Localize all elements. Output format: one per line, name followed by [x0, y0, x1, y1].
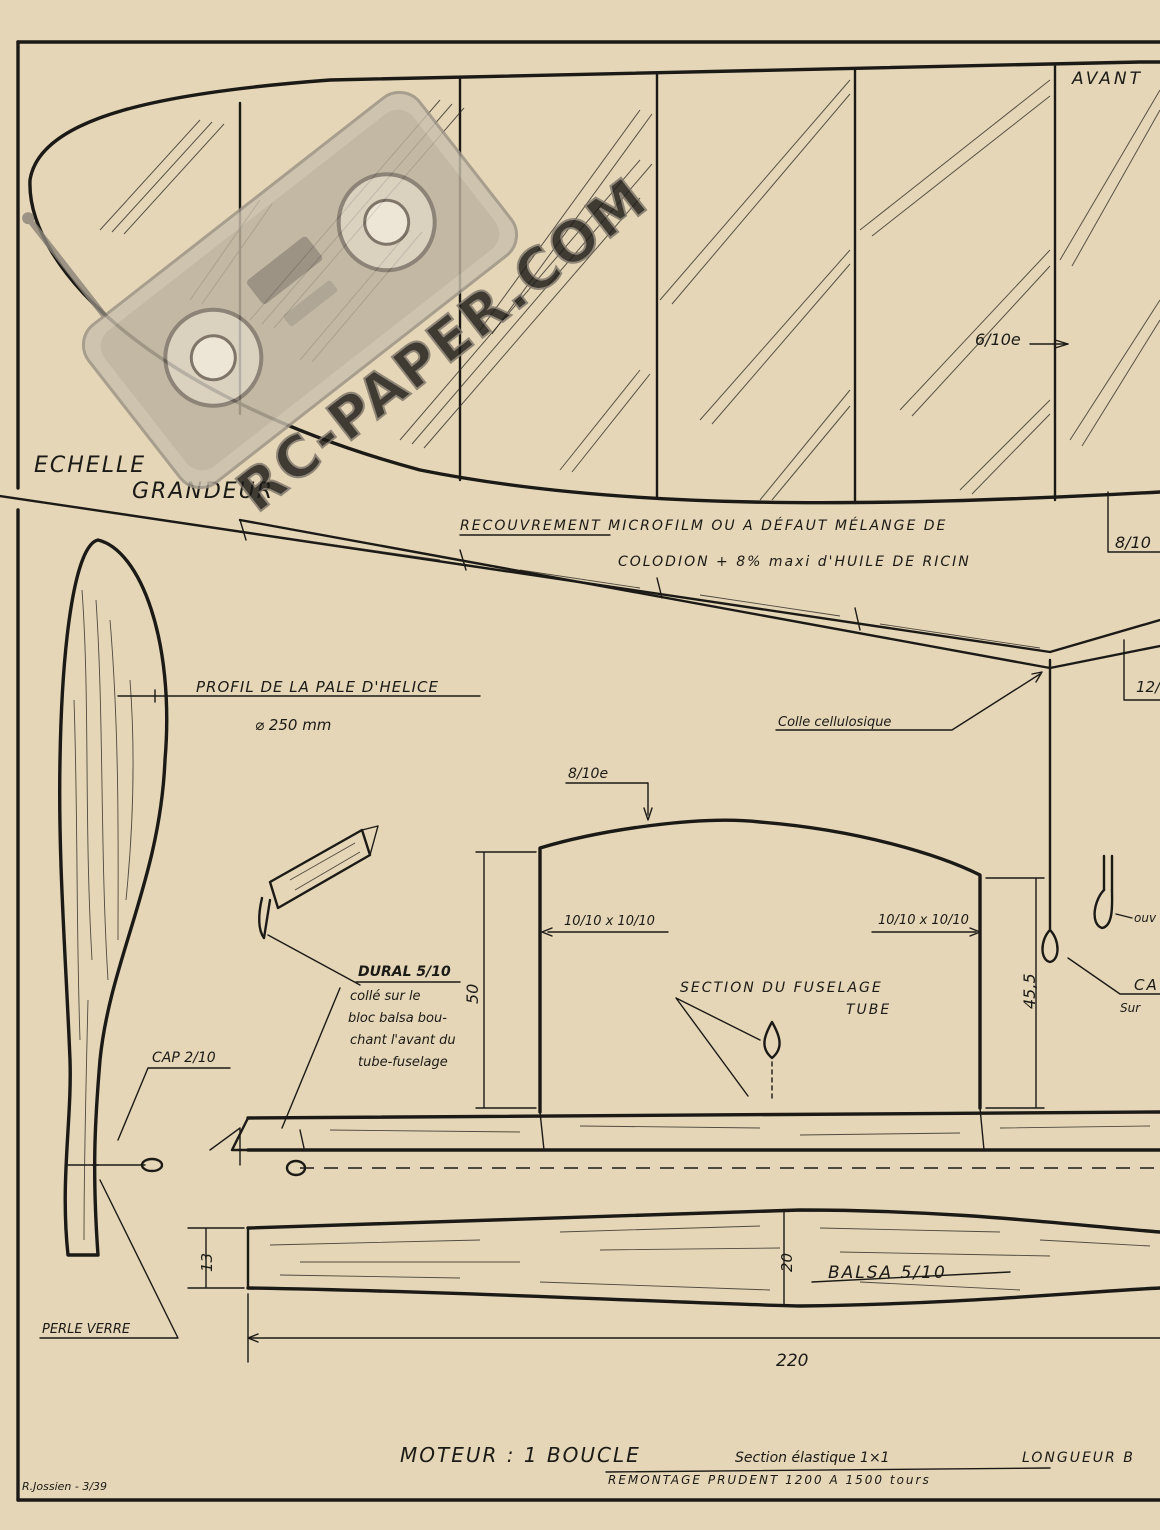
dural-title: DURAL 5/10 — [358, 964, 451, 980]
left-strut-dim: 10/10 x 10/10 — [564, 914, 655, 929]
stab-length: 220 — [776, 1351, 808, 1371]
wing-mount: Colle cellulosique 12/ ouv CA Sur — [775, 639, 1160, 1015]
covering-note: RECOUVREMENT MICROFILM OU A DÉFAUT MÉLAN… — [459, 517, 971, 570]
hook-sub-label: Sur — [1120, 1001, 1141, 1015]
stabilizer: 13 20 BALSA 5/10 220 — [187, 1208, 1160, 1371]
dural-line-3: chant l'avant du — [350, 1033, 456, 1048]
cap-label: CAP 2/10 — [152, 1050, 216, 1066]
dural-note: DURAL 5/10 collé sur le bloc balsa bou- … — [281, 964, 461, 1129]
right-strut-dim: 10/10 x 10/10 — [878, 913, 969, 928]
propeller-blade: PROFIL DE LA PALE D'HELICE ⌀ 250 mm CAP … — [39, 538, 481, 1339]
glue-label: Colle cellulosique — [778, 715, 891, 730]
motor-note: MOTEUR : 1 BOUCLE Section élastique 1×1 … — [400, 1443, 1135, 1487]
motor-line-1a: MOTEUR : 1 BOUCLE — [400, 1443, 641, 1467]
dural-line-2: bloc balsa bou- — [348, 1011, 447, 1026]
covering-line-1: RECOUVREMENT MICROFILM OU A DÉFAUT MÉLAN… — [460, 517, 947, 534]
dim-12: 12/ — [1136, 678, 1160, 696]
spar-dimension-2: 8/10 — [1115, 533, 1151, 552]
section-label-2: TUBE — [846, 1002, 891, 1018]
hook-open-label: ouv — [1134, 911, 1157, 925]
dural-line-1: collé sur le — [350, 989, 421, 1004]
scale-label-1: ECHELLE — [34, 453, 146, 478]
height-left: 50 — [463, 984, 482, 1004]
author-signature: R.Jossien - 3/39 — [22, 1480, 107, 1493]
motor-line-2: REMONTAGE PRUDENT 1200 A 1500 tours — [608, 1473, 931, 1487]
spar-dimension: 6/10e — [975, 330, 1021, 349]
stab-dim-left: 13 — [198, 1253, 216, 1272]
motor-line-1b: Section élastique 1×1 — [735, 1450, 890, 1466]
bead-label: PERLE VERRE — [42, 1322, 131, 1337]
sheet-border — [16, 40, 1160, 1502]
stab-material: BALSA 5/10 — [828, 1263, 947, 1283]
rib-top-dimension: 8/10e — [568, 766, 608, 782]
prop-profile-label: PROFIL DE LA PALE D'HELICE — [196, 678, 439, 696]
front-label: AVANT — [1071, 69, 1143, 89]
height-right: 45,5 — [1020, 973, 1039, 1009]
hook-label: CA — [1134, 976, 1159, 994]
covering-line-2: COLODION + 8% maxi d'HUILE DE RICIN — [618, 554, 971, 570]
stab-dim-mid: 20 — [778, 1253, 796, 1272]
motor-line-1c: LONGUEUR B — [1022, 1450, 1135, 1466]
fuselage-side-view: 8/10e 10/10 x 10/10 10/10 x 10/10 50 45,… — [209, 766, 1160, 1177]
dural-line-4: tube-fuselage — [358, 1055, 448, 1070]
dural-hook-sketch — [258, 825, 379, 986]
prop-diameter: ⌀ 250 mm — [255, 716, 331, 734]
section-label-1: SECTION DU FUSELAGE — [680, 980, 883, 996]
